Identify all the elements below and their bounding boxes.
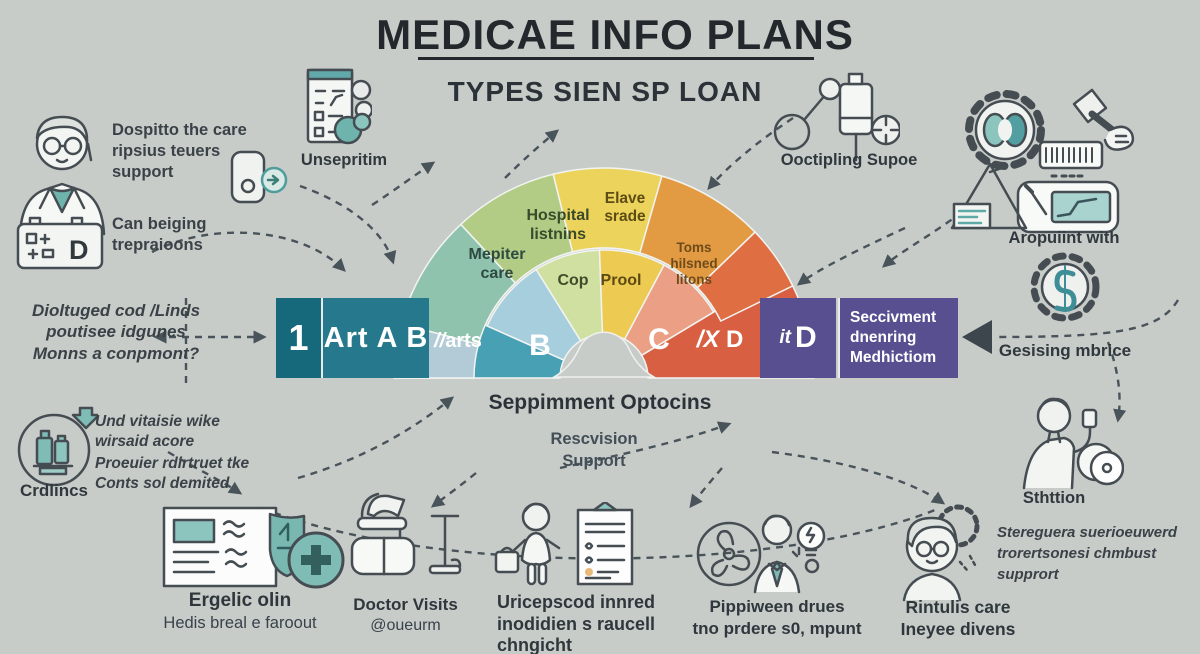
iv-drip-magnifier-icon	[773, 72, 900, 162]
card-letter: D	[69, 235, 89, 265]
gauge-label-cop: Cop	[557, 272, 589, 289]
funnel-flag-icon	[950, 162, 1028, 230]
ooctipling-label: Ooctipling Supoe	[780, 151, 918, 169]
patient-checklist-icon	[494, 502, 634, 586]
gauge-label-mepiter: Mepiter care	[468, 246, 526, 282]
wedge-b	[486, 268, 582, 362]
woman-with-gear-icon	[902, 504, 980, 602]
gavel-icon	[1072, 88, 1135, 151]
doctor-support-text: Dospitto the care ripsius teuers support	[112, 121, 247, 182]
rintulis-text: Rintulis care Ineyee divens	[900, 597, 1016, 640]
uricepscod-text: Uricepscod innred inodidien s raucell ch…	[497, 592, 656, 654]
card-text: Can beiging trepraioons	[112, 215, 207, 255]
lab-analyzer-icon	[1016, 140, 1120, 234]
ergelic-labels: Ergelic olin Hedis breal e faroout	[130, 589, 350, 634]
crdlincs-label: Crdlincs	[19, 481, 89, 500]
gesising-label: Gesising mbrice	[998, 341, 1132, 360]
unsepritim-label: Unsepritim	[300, 151, 388, 169]
gear-infinity-icon	[965, 90, 1045, 170]
gauge-label-hospital: Hospital listnins	[526, 207, 590, 243]
page-title: MEDICAE INFO PLANS	[376, 11, 854, 58]
bar-segment-seccivment: Seccivment dnenring Medhictiom	[838, 298, 958, 378]
gauge-label-b: B	[529, 329, 551, 362]
pippiween-text: Pippiween drues tno prdere s0, mpunt	[692, 597, 862, 638]
stereguera-text: Stereguera suerioeuwerd trorertsonesi ch…	[997, 524, 1178, 583]
bar-segment-it-d-label: D	[794, 321, 817, 354]
gauge-label-harts-text: arts	[445, 330, 482, 352]
rescvision-text: Rescvision Support	[550, 430, 638, 471]
exam-chair-lamp-icon	[350, 492, 462, 576]
doctor-lightbulb-molecule-icon	[696, 514, 826, 594]
gauge-label-xd: /X D	[687, 326, 753, 354]
wedge-c	[623, 263, 715, 357]
big-left-arrowhead	[962, 320, 992, 354]
bar-segment-seccivment-label: Seccivment dnenring Medhictiom	[850, 308, 937, 367]
gauge-label-c: C	[648, 323, 670, 356]
und-vitaisie-text: Und vitaisie wike wirsaid acore	[95, 413, 220, 450]
ergelic-sub: Hedis breal e faroout	[163, 614, 317, 633]
aropuiint-label: Aropuiint with	[1008, 229, 1120, 247]
gauge-label-harts: //arts	[426, 330, 490, 354]
person-with-discs-icon	[1022, 397, 1124, 490]
gauge-center-notch	[551, 331, 657, 378]
pill-bottles-circle-icon	[17, 406, 98, 487]
question-text: Dioltuged cod /Linds poutisee idgunes Mo…	[31, 301, 201, 363]
medicare-card-icon: D	[16, 216, 104, 270]
checklist-clipboard-icon	[306, 68, 372, 145]
gear-dollar-icon	[1030, 252, 1100, 322]
gauge-label-elave: Elave srade	[604, 190, 646, 226]
document-shield-plus-icon	[162, 506, 345, 589]
ergelic-title: Ergelic olin	[188, 590, 292, 611]
gauge-label-xd-text: D	[726, 326, 744, 353]
bar-segment-art-a-b-label: Art A B	[323, 321, 429, 354]
doctor-visits-sub: @oueurm	[370, 616, 441, 634]
proeuier-text: Proeuier rdirtruet tke Conts sol demited	[95, 455, 250, 492]
phone-check-icon	[230, 150, 288, 204]
gauge-label-prool: Prool	[600, 272, 642, 289]
ring-right-red	[696, 231, 794, 323]
gauge-label-harts-prefix: //	[434, 330, 446, 352]
bar-segment-it-d-prefix: it	[779, 327, 791, 348]
seppimment-heading: Seppimment Optocins	[488, 391, 712, 414]
gauge-label-xd-prefix: /X	[696, 326, 720, 353]
bar-segment-1: 1	[276, 298, 323, 378]
bar-segment-art-a-b: Art A B	[323, 298, 429, 378]
doctor-visits-title: Doctor Visits	[353, 595, 458, 614]
bar-segment-it-d: it D	[760, 298, 836, 378]
page-subtitle: TYPES SIEN SP LOAN	[447, 76, 763, 107]
sthtition-label: Sthttion	[1022, 489, 1086, 507]
doctor-visits-labels: Doctor Visits @oueurm	[328, 594, 483, 636]
title-underline	[418, 57, 814, 60]
gauge-label-toms: Toms hilsned litons	[670, 240, 718, 287]
bar-segment-1-label: 1	[288, 317, 309, 358]
